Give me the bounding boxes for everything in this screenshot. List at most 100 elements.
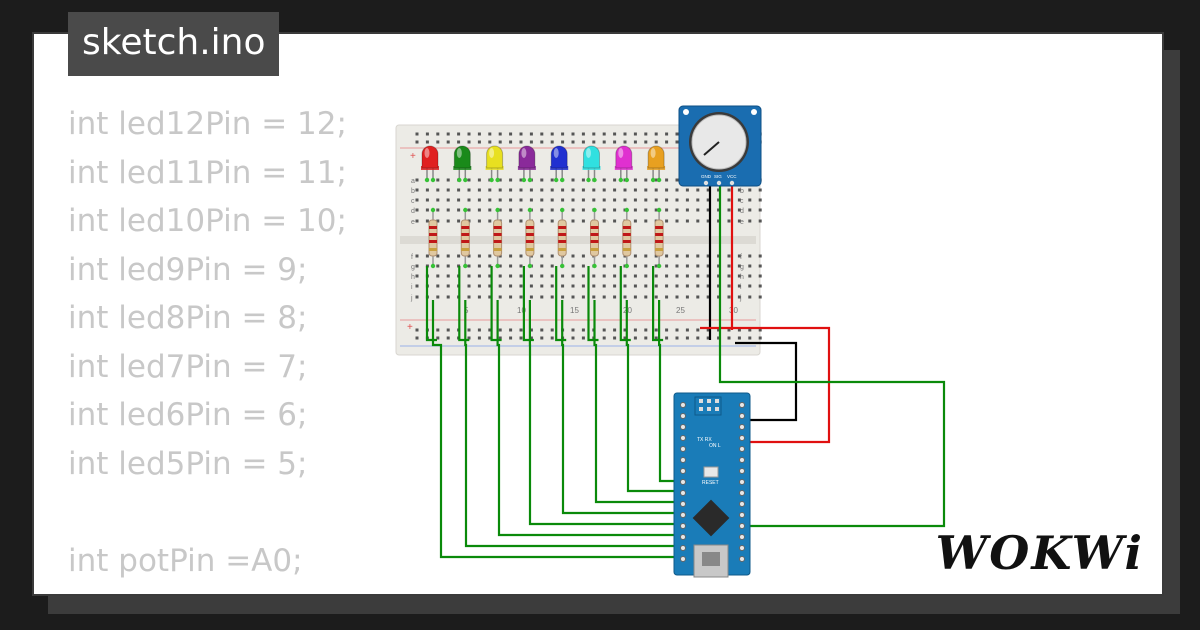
filename-tab[interactable]: sketch.ino — [68, 12, 280, 76]
hole — [467, 208, 471, 212]
hole — [644, 264, 648, 268]
hole — [457, 140, 461, 144]
code-line: int led10Pin = 10; — [68, 203, 347, 239]
hole — [498, 274, 502, 278]
hole — [425, 254, 429, 258]
hole — [415, 328, 419, 332]
column-number: 15 — [570, 306, 579, 315]
hole — [446, 219, 450, 223]
led — [518, 145, 536, 169]
hole — [436, 178, 440, 182]
hole — [665, 132, 669, 136]
hole — [436, 132, 440, 136]
reset-button[interactable] — [703, 466, 719, 478]
hole — [509, 264, 513, 268]
hole — [446, 140, 450, 144]
hole — [571, 198, 575, 202]
hole — [717, 208, 721, 212]
hole — [696, 208, 700, 212]
hole — [446, 254, 450, 258]
hole — [519, 132, 523, 136]
nano-pin — [680, 534, 686, 540]
hole — [675, 264, 679, 268]
hole — [519, 208, 523, 212]
hole — [758, 198, 762, 202]
hole — [467, 140, 471, 144]
row-letter: e — [740, 219, 744, 226]
hole — [498, 208, 502, 212]
hole — [581, 198, 585, 202]
hole — [561, 132, 565, 136]
hole — [706, 295, 710, 299]
hole — [550, 188, 554, 192]
hole — [665, 208, 669, 212]
hole — [457, 188, 461, 192]
row-letter: b — [740, 188, 744, 195]
hole — [519, 264, 523, 268]
nano-pin — [739, 545, 745, 551]
resistor-band — [461, 248, 470, 251]
hole — [717, 254, 721, 258]
row-letter: d — [411, 208, 415, 215]
hole — [509, 188, 513, 192]
hole — [571, 140, 575, 144]
hole — [613, 198, 617, 202]
pot-pin — [703, 180, 709, 186]
hole — [425, 132, 429, 136]
hole — [509, 178, 513, 182]
hole — [415, 178, 419, 182]
icsp-pin — [715, 399, 719, 403]
hole — [592, 132, 596, 136]
hole — [685, 219, 689, 223]
hole — [654, 178, 658, 182]
hole — [696, 188, 700, 192]
hole — [529, 198, 533, 202]
hole — [685, 264, 689, 268]
hole — [623, 188, 627, 192]
resistor-band — [493, 233, 502, 236]
hole — [571, 208, 575, 212]
hole — [665, 264, 669, 268]
resistor-band — [429, 226, 437, 229]
hole — [425, 208, 429, 212]
hole — [613, 188, 617, 192]
hole — [540, 254, 544, 258]
nano-pin — [739, 413, 745, 419]
hole — [758, 336, 762, 340]
hole — [509, 132, 513, 136]
hole — [613, 295, 617, 299]
hole — [685, 274, 689, 278]
column-number: 30 — [729, 306, 738, 315]
hole — [540, 188, 544, 192]
hole — [602, 264, 606, 268]
pot-pin — [729, 180, 735, 186]
hole — [623, 274, 627, 278]
resistor-band — [558, 240, 567, 243]
hole — [415, 295, 419, 299]
wires — [425, 183, 946, 559]
hole — [654, 198, 658, 202]
connection-dot — [527, 263, 533, 269]
connection-dot — [463, 177, 468, 183]
connection-dot — [424, 177, 430, 183]
hole — [623, 198, 627, 202]
hole — [446, 295, 450, 299]
hole — [436, 264, 440, 268]
hole — [540, 132, 544, 136]
hole — [561, 198, 565, 202]
hole — [488, 295, 492, 299]
hole — [665, 178, 669, 182]
resistor-band — [558, 226, 567, 229]
connection-dot — [495, 177, 500, 183]
hole — [415, 336, 419, 340]
hole — [467, 264, 471, 268]
hole — [706, 198, 710, 202]
nano-pin — [739, 446, 745, 452]
nano-pin — [739, 534, 745, 540]
led — [583, 145, 600, 169]
hole — [633, 188, 637, 192]
arduino-nano[interactable]: TX RX ON L RESET — [673, 392, 751, 578]
hole — [727, 264, 731, 268]
